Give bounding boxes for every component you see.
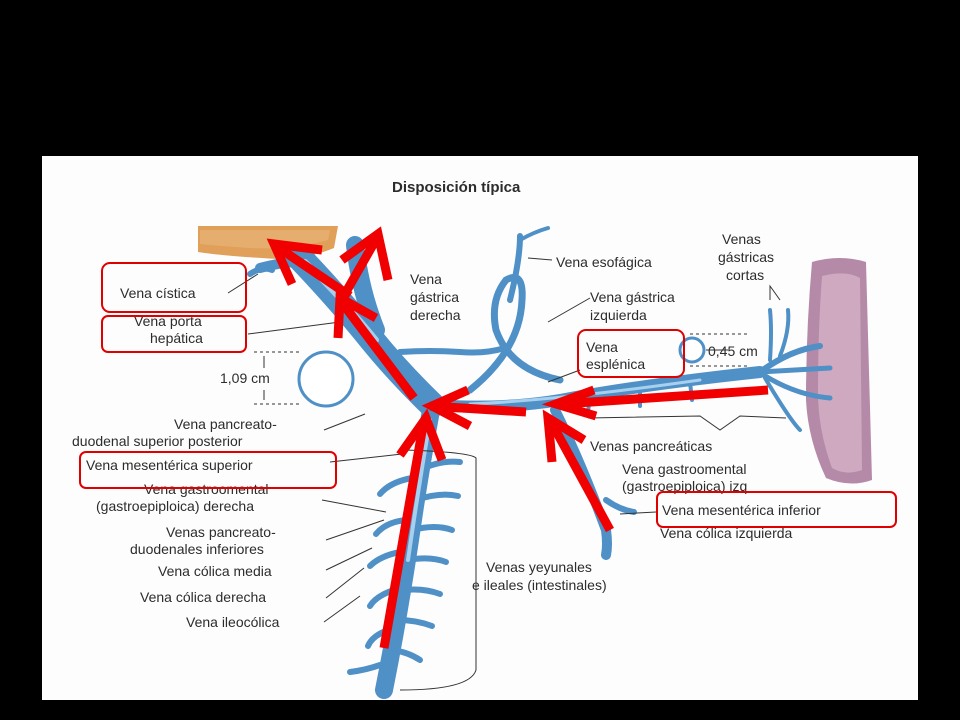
arrow-smv-up xyxy=(379,419,429,649)
label-yeyunales-2: e ileales (intestinales) xyxy=(472,577,607,593)
highlight-box-mesenterica-inferior xyxy=(656,491,897,528)
arrow-imv-up xyxy=(546,417,614,533)
highlight-box-vena-cistica xyxy=(101,262,247,313)
label-colica-izq: Vena cólica izquierda xyxy=(660,525,793,541)
label-pd-sup-post-2: duodenal superior posterior xyxy=(72,433,243,449)
label-gastroomental-izq-2: (gastroepiploica) izq xyxy=(622,478,747,494)
label-vena-esplenica-2: esplénica xyxy=(586,356,645,372)
portal-cross-section xyxy=(297,350,355,408)
highlight-boxes xyxy=(79,262,897,528)
highlight-box-mesenterica-superior xyxy=(79,451,337,489)
label-pancreaticas: Venas pancreáticas xyxy=(590,438,712,454)
label-pd-inf-1: Venas pancreato- xyxy=(166,524,276,540)
label-ileocolica: Vena ileocólica xyxy=(186,614,280,630)
highlight-box-vena-esplenica xyxy=(577,329,685,378)
label-colica-media: Vena cólica media xyxy=(158,563,272,579)
portal-measure-marker xyxy=(254,351,300,405)
label-pd-sup-post-1: Vena pancreato- xyxy=(174,416,277,432)
label-gastrica-izquierda-2: izquierda xyxy=(590,307,647,323)
diagram-title: Disposición típica xyxy=(392,179,521,196)
label-gastricas-cortas-2: gástricas xyxy=(718,249,774,265)
arrow-smv-head xyxy=(396,408,447,462)
label-vena-esplenica-1: Vena xyxy=(586,339,618,355)
label-gastrica-derecha-1: Vena xyxy=(410,271,442,287)
label-mes-sup: Vena mesentérica superior xyxy=(86,457,253,473)
label-measure-portal: 1,09 cm xyxy=(220,370,270,386)
label-mes-inf: Vena mesentérica inferior xyxy=(662,502,821,518)
label-vena-porta-2: hepática xyxy=(150,330,203,346)
label-vena-esofagica: Vena esofágica xyxy=(556,254,652,270)
labels: Vena esofágica Venas gástricas cortas Ve… xyxy=(72,231,821,630)
label-gastroomental-izq-1: Vena gastroomental xyxy=(622,461,747,477)
highlight-box-vena-porta xyxy=(101,315,247,353)
label-gastricas-cortas-1: Venas xyxy=(722,231,761,247)
label-yeyunales-1: Venas yeyunales xyxy=(486,559,592,575)
splenic-measure-marker xyxy=(690,333,748,367)
label-pd-inf-2: duodenales inferiores xyxy=(130,541,264,557)
arrow-imv-head xyxy=(542,409,587,463)
arrow-liver-right-head xyxy=(339,226,393,281)
arrow-liver-left xyxy=(273,242,353,300)
arrow-liver-left-head xyxy=(266,238,323,286)
arrow-confluence-head xyxy=(421,385,473,430)
arrow-portal-head xyxy=(333,290,379,339)
diagram-panel xyxy=(42,156,918,700)
label-gastrica-derecha-2: gástrica xyxy=(410,289,459,305)
arrow-portal-up xyxy=(336,297,418,401)
flow-arrows xyxy=(266,226,769,649)
arrow-liver-right xyxy=(342,233,382,295)
arrow-splenic-left xyxy=(561,385,769,409)
arrow-splenic-head xyxy=(541,385,598,421)
label-measure-splenic: 0,45 cm xyxy=(708,343,758,359)
label-gastricas-cortas-3: cortas xyxy=(726,267,764,283)
label-gastrica-izquierda-1: Vena gástrica xyxy=(590,289,675,305)
label-gastrica-derecha-3: derecha xyxy=(410,307,461,323)
arrow-confluence-left xyxy=(429,401,527,417)
label-vena-cistica: Vena cística xyxy=(120,285,196,301)
label-gastroomental-der-2: (gastroepiploica) derecha xyxy=(96,498,254,514)
splenic-cross-section xyxy=(678,336,706,364)
label-colica-derecha: Vena cólica derecha xyxy=(140,589,266,605)
